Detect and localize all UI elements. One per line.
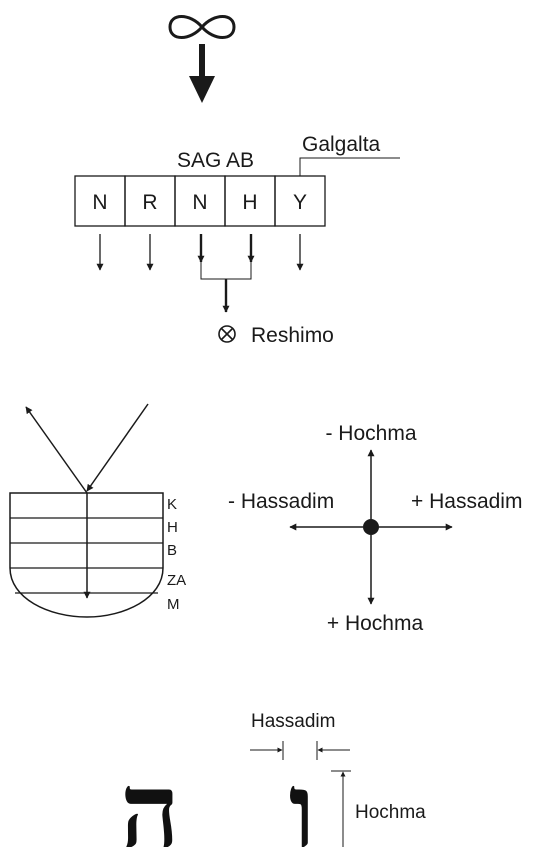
incoming-light-ray [86, 403, 149, 492]
cell-r-label: R [142, 191, 157, 214]
cell-h-label: H [242, 191, 257, 214]
letter-vav: ו [289, 749, 316, 847]
down-arrow-big [189, 44, 215, 103]
level-label-k: K [167, 496, 177, 513]
circled-x-icon [218, 325, 236, 343]
level-label-b: B [167, 542, 177, 559]
plus-hassadim-label: + Hassadim [411, 490, 522, 513]
infinity-icon [168, 15, 236, 39]
letter-he: ה [120, 749, 180, 847]
cell-arrows [96, 234, 304, 271]
level-label-h: H [167, 519, 178, 536]
section-reshimo: SAG AB Galgalta N R N H Y [74, 15, 400, 347]
section-directions: - Hochma + Hochma - Hassadim + Hassadim [228, 422, 522, 635]
cell-n2-label: N [192, 191, 207, 214]
minus-hochma-label: - Hochma [325, 422, 416, 445]
hassadim-label: Hassadim [251, 711, 335, 732]
center-dot [363, 519, 379, 535]
cell-y [274, 175, 326, 227]
hassadim-dimension [250, 741, 350, 760]
galgalta-label: Galgalta [302, 133, 381, 156]
vessel-level-labels: K H B ZA M [167, 496, 186, 613]
plus-hochma-label: + Hochma [327, 612, 424, 635]
hochma-label: Hochma [355, 802, 426, 823]
bracket-join [200, 262, 252, 313]
cell-n1-label: N [92, 191, 107, 214]
sag-ab-label: SAG AB [177, 149, 254, 172]
cell-y-label: Y [293, 191, 307, 214]
reflected-light-ray [25, 406, 88, 494]
hochma-dimension [331, 770, 351, 847]
level-label-m: M [167, 596, 180, 613]
vessel-outline [9, 492, 164, 618]
level-label-za: ZA [167, 572, 186, 589]
section-vessel: K H B ZA M [9, 403, 186, 618]
section-letters: Hassadim Hochma ה ו [120, 711, 426, 852]
galgalta-leader-line [299, 157, 400, 176]
minus-hassadim-label: - Hassadim [228, 490, 334, 513]
nrnhy-row: N R N H Y [74, 175, 326, 227]
reshimo-label: Reshimo [251, 324, 334, 347]
